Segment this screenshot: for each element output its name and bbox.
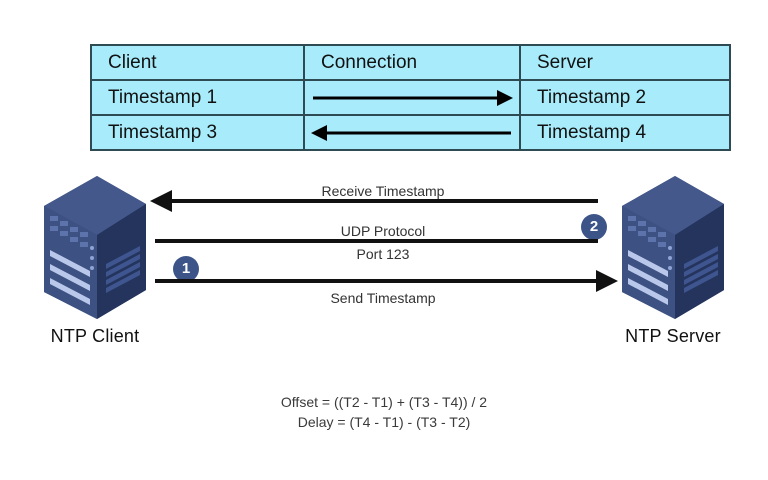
server-tower-glyph (622, 176, 724, 319)
flow-label-udp-protocol: UDP Protocol (340, 223, 426, 239)
table-header-row: Client Connection Server (90, 44, 731, 81)
server-tower-icon (40, 172, 150, 322)
formula-offset: Offset = ((T2 - T1) + (T3 - T4)) / 2 (280, 394, 488, 410)
flow-label-port-123: Port 123 (356, 246, 410, 262)
cell-client-timestamp-1: Timestamp 1 (90, 79, 305, 116)
arrow-right-icon (305, 81, 519, 114)
flow-line-send-timestamp (155, 279, 598, 283)
cell-connection-request (303, 79, 521, 116)
table-row: Timestamp 1 Timestamp 2 (90, 79, 731, 116)
flow-label-send-timestamp: Send Timestamp (330, 290, 436, 306)
arrow-head (311, 124, 327, 141)
server-tower-icon (618, 172, 728, 322)
formula-block: Offset = ((T2 - T1) + (T3 - T4)) / 2 Del… (0, 392, 768, 432)
formula-delay: Delay = (T4 - T1) - (T3 - T2) (297, 414, 471, 430)
flow-label-receive-timestamp: Receive Timestamp (321, 183, 445, 199)
cell-client-timestamp-3: Timestamp 3 (90, 114, 305, 151)
ntp-client-label: NTP Client (50, 326, 140, 346)
timestamp-table: Client Connection Server Timestamp 1 Tim… (90, 44, 731, 151)
arrow-shaft (327, 131, 511, 134)
server-tower-glyph (44, 176, 146, 319)
header-server: Server (519, 44, 731, 81)
header-connection: Connection (303, 44, 521, 81)
step-badge-1: 1 (173, 256, 199, 282)
arrow-right-icon (596, 270, 618, 292)
arrow-head (497, 89, 513, 106)
table-row: Timestamp 3 Timestamp 4 (90, 114, 731, 151)
arrow-shaft (313, 96, 497, 99)
ntp-flow-diagram: Receive Timestamp 2 UDP Protocol Port 12… (0, 150, 768, 350)
cell-server-timestamp-2: Timestamp 2 (519, 79, 731, 116)
flow-line-udp-protocol (155, 239, 598, 243)
header-client: Client (90, 44, 305, 81)
ntp-server-label: NTP Server (625, 326, 721, 346)
step-badge-2: 2 (581, 214, 607, 240)
cell-server-timestamp-4: Timestamp 4 (519, 114, 731, 151)
cell-connection-response (303, 114, 521, 151)
arrow-left-icon (305, 116, 519, 149)
arrow-left-icon (150, 190, 172, 212)
flow-line-receive-timestamp (170, 199, 598, 203)
